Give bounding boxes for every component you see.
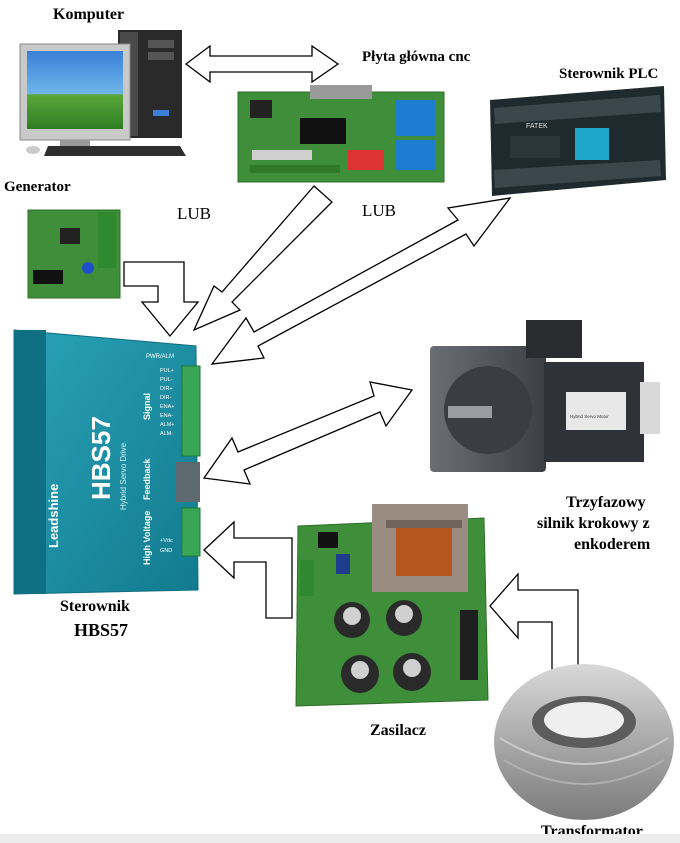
computer-label: Komputer [53, 6, 125, 23]
plc-brand-text: FATEK [526, 123, 548, 130]
or-label-left: LUB [177, 204, 211, 223]
generator-image [27, 209, 121, 299]
driver-model-text: HBS57 [86, 416, 116, 500]
driver-pin-label: DIR+ [160, 386, 173, 392]
driver-pin-label: PUL- [160, 377, 173, 383]
psu-label: Zasilacz [370, 722, 426, 739]
driver-pin-label: ALM+ [160, 422, 175, 428]
motor-label-line1: Trzyfazowy [566, 494, 646, 511]
driver-hv-pin-label: +Vdc [160, 538, 173, 544]
driver-pin-label: ALM- [160, 431, 173, 437]
driver-brand-text: Leadshine [46, 484, 61, 548]
bidirectional-arrow-motor-driver [202, 381, 414, 485]
driver-signal-text: Signal [142, 393, 152, 420]
driver-pin-label: ENA+ [160, 404, 175, 410]
motor-sticker-text: Hybrid Servo Motor [570, 414, 609, 419]
bidirectional-arrow-computer-cnc [184, 44, 340, 84]
motor-label-line3: enkoderem [574, 536, 651, 553]
arrow-cnc-to-driver [192, 185, 333, 332]
driver-highvoltage-text: High Voltage [142, 511, 152, 565]
driver-label-line2: HBS57 [74, 620, 129, 640]
arrow-psu-to-driver [203, 520, 293, 619]
generator-label: Generator [4, 179, 71, 195]
computer-image [19, 30, 186, 156]
plc-label: Sterownik PLC [559, 66, 659, 82]
plc-image: FATEK [490, 86, 666, 196]
driver-feedback-text: Feedback [142, 457, 152, 500]
driver-hbs57-image: Leadshine HBS57 Hybrid Servo Drive Signa… [13, 329, 201, 595]
driver-pwr-text: PWR/ALM [146, 354, 174, 360]
driver-label-line1: Sterownik [60, 598, 130, 615]
power-supply-image [295, 504, 489, 707]
driver-pin-label: ENA- [160, 413, 173, 419]
servo-motor-image: Hybrid Servo Motor [430, 320, 660, 472]
bidirectional-arrow-plc-driver [210, 197, 512, 365]
bottom-bar [0, 834, 680, 843]
cnc-board-label: Płyta główna cnc [362, 49, 471, 65]
arrow-transformer-to-psu [489, 572, 579, 677]
arrow-generator-to-driver [123, 261, 200, 338]
driver-hv-pin-label: GND [160, 548, 172, 554]
cnc-board-image [237, 85, 445, 183]
driver-pin-label: PUL+ [160, 368, 174, 374]
transformer-image [494, 664, 674, 820]
motor-label-line2: silnik krokowy z [537, 515, 650, 532]
or-label-right: LUB [362, 201, 396, 220]
driver-subtitle-text: Hybrid Servo Drive [119, 442, 128, 510]
driver-pin-label: DIR- [160, 395, 171, 401]
